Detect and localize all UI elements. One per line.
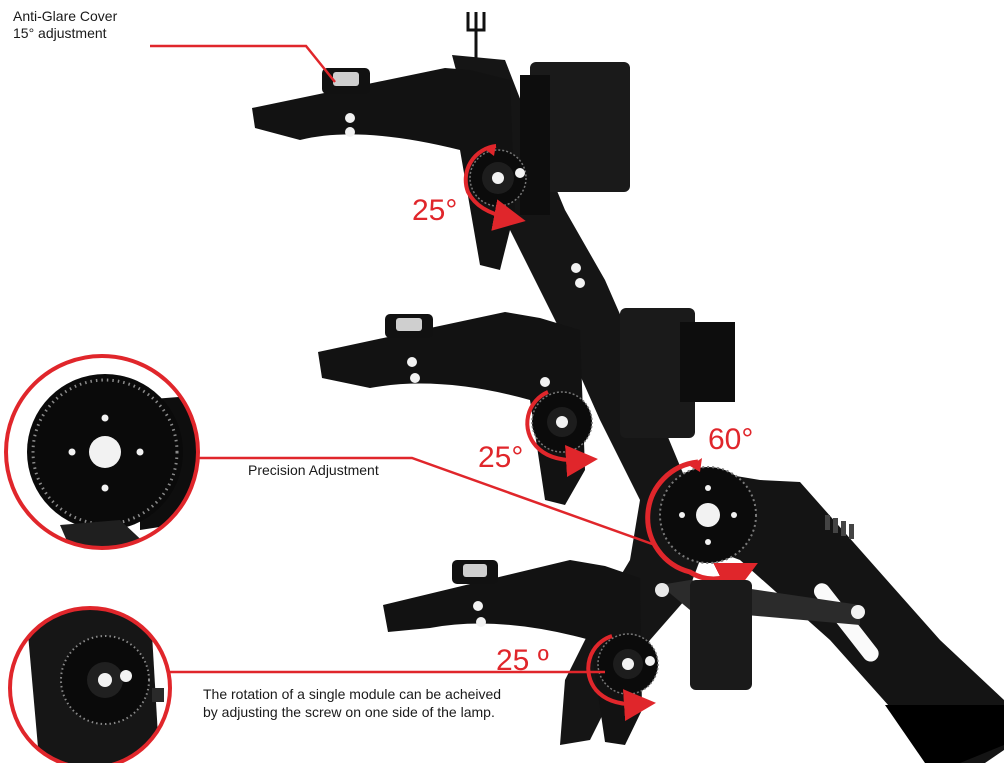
rotation-zoom-inset [8,606,172,768]
rotation-note-line1: The rotation of a single module can be a… [203,686,502,702]
bracket-dial [645,458,758,599]
precision-adjustment-label: Precision Adjustment [248,462,379,478]
anti-glare-callout-line [150,44,336,83]
middle-lamp-module [318,308,735,505]
bracket-angle: 60° [708,423,754,456]
bottom-module-angle: 25 º [496,644,549,677]
top-module-angle: 25° [412,194,458,227]
bottom-lamp-module [383,560,752,745]
top-lamp-module [252,62,630,270]
precision-callout-line [196,456,656,547]
anti-glare-label-line1: Anti-Glare Cover [13,8,118,24]
rotation-note-line2: by adjusting the screw on one side of th… [203,704,495,720]
middle-module-angle: 25° [478,441,524,474]
precision-zoom-inset [4,354,200,550]
anti-glare-label-line2: 15° adjustment [13,25,107,41]
